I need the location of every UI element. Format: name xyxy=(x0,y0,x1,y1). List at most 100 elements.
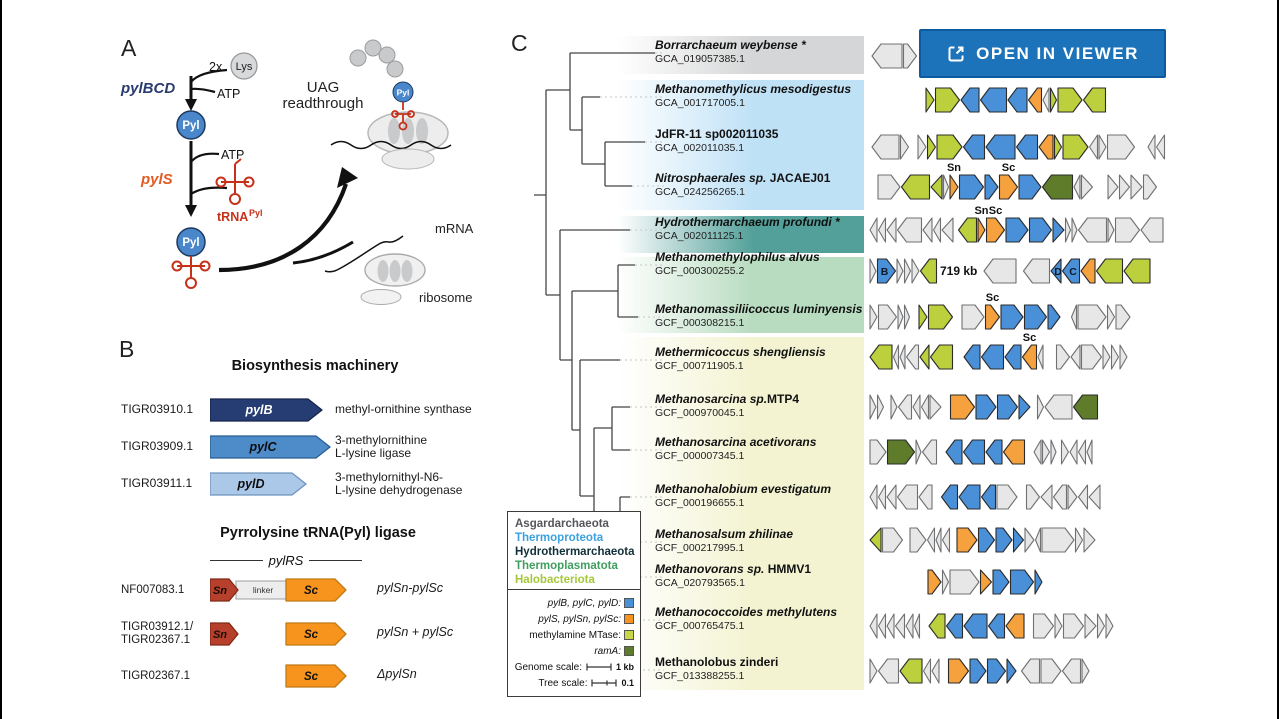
gene-arrow xyxy=(869,394,877,420)
gene-arrow xyxy=(1049,87,1058,113)
phylum-legend-item: Hydrothermarchaeota xyxy=(515,546,635,558)
gene-arrow xyxy=(1123,258,1151,284)
gene-arrow xyxy=(929,394,942,420)
gene-color-legend: pylB, pylC, pylD: pylS, pylSn, pylSc: meth… xyxy=(507,589,641,697)
gene-arrow xyxy=(912,394,921,420)
gene-arrow xyxy=(877,217,887,243)
gene-arrow xyxy=(1140,217,1164,243)
trna-glyph-1 xyxy=(215,158,255,205)
gene-arrow xyxy=(1142,174,1158,200)
gene-arrow xyxy=(1114,217,1141,243)
gene-arrow xyxy=(869,484,878,510)
species-name: JdFR-11 sp002011035 xyxy=(655,127,779,141)
nascent-peptide-chain xyxy=(349,39,404,78)
gene-arrow xyxy=(892,344,900,370)
gene-arrow xyxy=(1106,134,1136,160)
legend-label: methylamine MTase: xyxy=(529,629,621,641)
gene-arrow xyxy=(1027,87,1043,113)
gene-arrow-label: C xyxy=(1069,266,1077,278)
gene-arrow xyxy=(903,258,912,284)
species-accession: GCF_000007345.1 xyxy=(655,450,745,462)
gene-name: pylD xyxy=(236,477,264,491)
gene-arrow xyxy=(1020,658,1041,684)
gene-arrow xyxy=(936,134,963,160)
pylrs-label: pylRS xyxy=(268,553,304,568)
gene-arrow xyxy=(977,217,986,243)
gene-arrow xyxy=(1070,344,1081,370)
external-link-icon xyxy=(948,46,964,61)
gene-arrow xyxy=(1018,394,1031,420)
gene-arrow xyxy=(876,258,897,284)
gene-arrow xyxy=(1088,134,1099,160)
gene-arrow xyxy=(894,613,906,639)
gene-arrow xyxy=(958,174,985,200)
gene-arrow xyxy=(1110,344,1120,370)
gene-arrow xyxy=(1130,174,1143,200)
gene-arrow xyxy=(869,658,878,684)
gene-arrow xyxy=(919,258,938,284)
gene-arrow xyxy=(897,304,904,330)
gene-cluster-row xyxy=(871,43,918,69)
arrowhead-3 xyxy=(337,167,358,188)
gene-cluster-row xyxy=(869,658,1090,684)
gene-arrow xyxy=(1083,527,1096,553)
model-description: methyl-ornithine synthase xyxy=(335,402,472,417)
gene-arrow xyxy=(922,658,932,684)
gene-arrow xyxy=(1073,174,1081,200)
gene-arrow xyxy=(969,658,987,684)
species-accession: GCF_000711905.1 xyxy=(655,360,744,372)
gene-arrow xyxy=(995,527,1013,553)
species-accession: GCA_001717005.1 xyxy=(655,97,745,109)
ribosome-top-small-subunit xyxy=(381,148,435,170)
legend-row: pylB, pylC, pylD: xyxy=(512,595,634,611)
gene-arrow xyxy=(962,439,986,465)
mrna-squiggle xyxy=(324,235,404,273)
gene-arrow xyxy=(877,658,900,684)
gene-arrow xyxy=(940,484,959,510)
gene-arrow xyxy=(1005,613,1025,639)
species-accession: GCF_000217995.1 xyxy=(655,542,745,554)
gene-arrow xyxy=(1067,484,1078,510)
open-in-viewer-label: OPEN IN VIEWER xyxy=(976,43,1139,63)
gene-arrow xyxy=(941,217,954,243)
legend-swatch xyxy=(624,646,634,656)
gene-arrow xyxy=(890,394,898,420)
gene-arrow xyxy=(1060,439,1070,465)
gene-arrow xyxy=(1115,304,1131,330)
legend-label: pylS, pylSn, pylSc: xyxy=(538,613,621,625)
gene-arrow xyxy=(1080,344,1103,370)
gene-arrow xyxy=(905,344,920,370)
gene-cluster-row: Sc xyxy=(869,292,1131,330)
gene-arrow xyxy=(925,87,935,113)
gene-arrow xyxy=(1082,87,1107,113)
species-name: Methanolobus zinderi xyxy=(655,655,779,669)
legend-row: pylS, pylSn, pylSc: xyxy=(512,611,634,627)
sc-domain-label: Sc xyxy=(304,671,319,683)
open-in-viewer-button[interactable]: OPEN IN VIEWER xyxy=(919,29,1166,78)
gene-cluster-row: Sc xyxy=(869,332,1128,370)
gene-arrow xyxy=(1080,174,1094,200)
gene-arrow xyxy=(1062,134,1089,160)
gene-arrow xyxy=(1009,569,1035,595)
species-accession: GCA_024256265.1 xyxy=(655,186,745,198)
gene-arrow xyxy=(1053,134,1063,160)
gene-arrow xyxy=(876,394,885,420)
gene-arrow xyxy=(1074,527,1084,553)
gene-arrow xyxy=(1050,258,1062,284)
gene-arrow xyxy=(980,344,1005,370)
gene-arrow xyxy=(1038,134,1054,160)
gene-arrow xyxy=(877,613,887,639)
gene-arrow xyxy=(932,217,942,243)
clade-band-hydrothermarchaeota xyxy=(618,216,864,253)
gene-arrow xyxy=(1095,258,1124,284)
gene-arrow xyxy=(896,484,919,510)
gene-arrow xyxy=(1081,658,1090,684)
legend-swatch xyxy=(624,630,634,640)
species-name: Methanomethylophilus alvus xyxy=(655,250,820,264)
